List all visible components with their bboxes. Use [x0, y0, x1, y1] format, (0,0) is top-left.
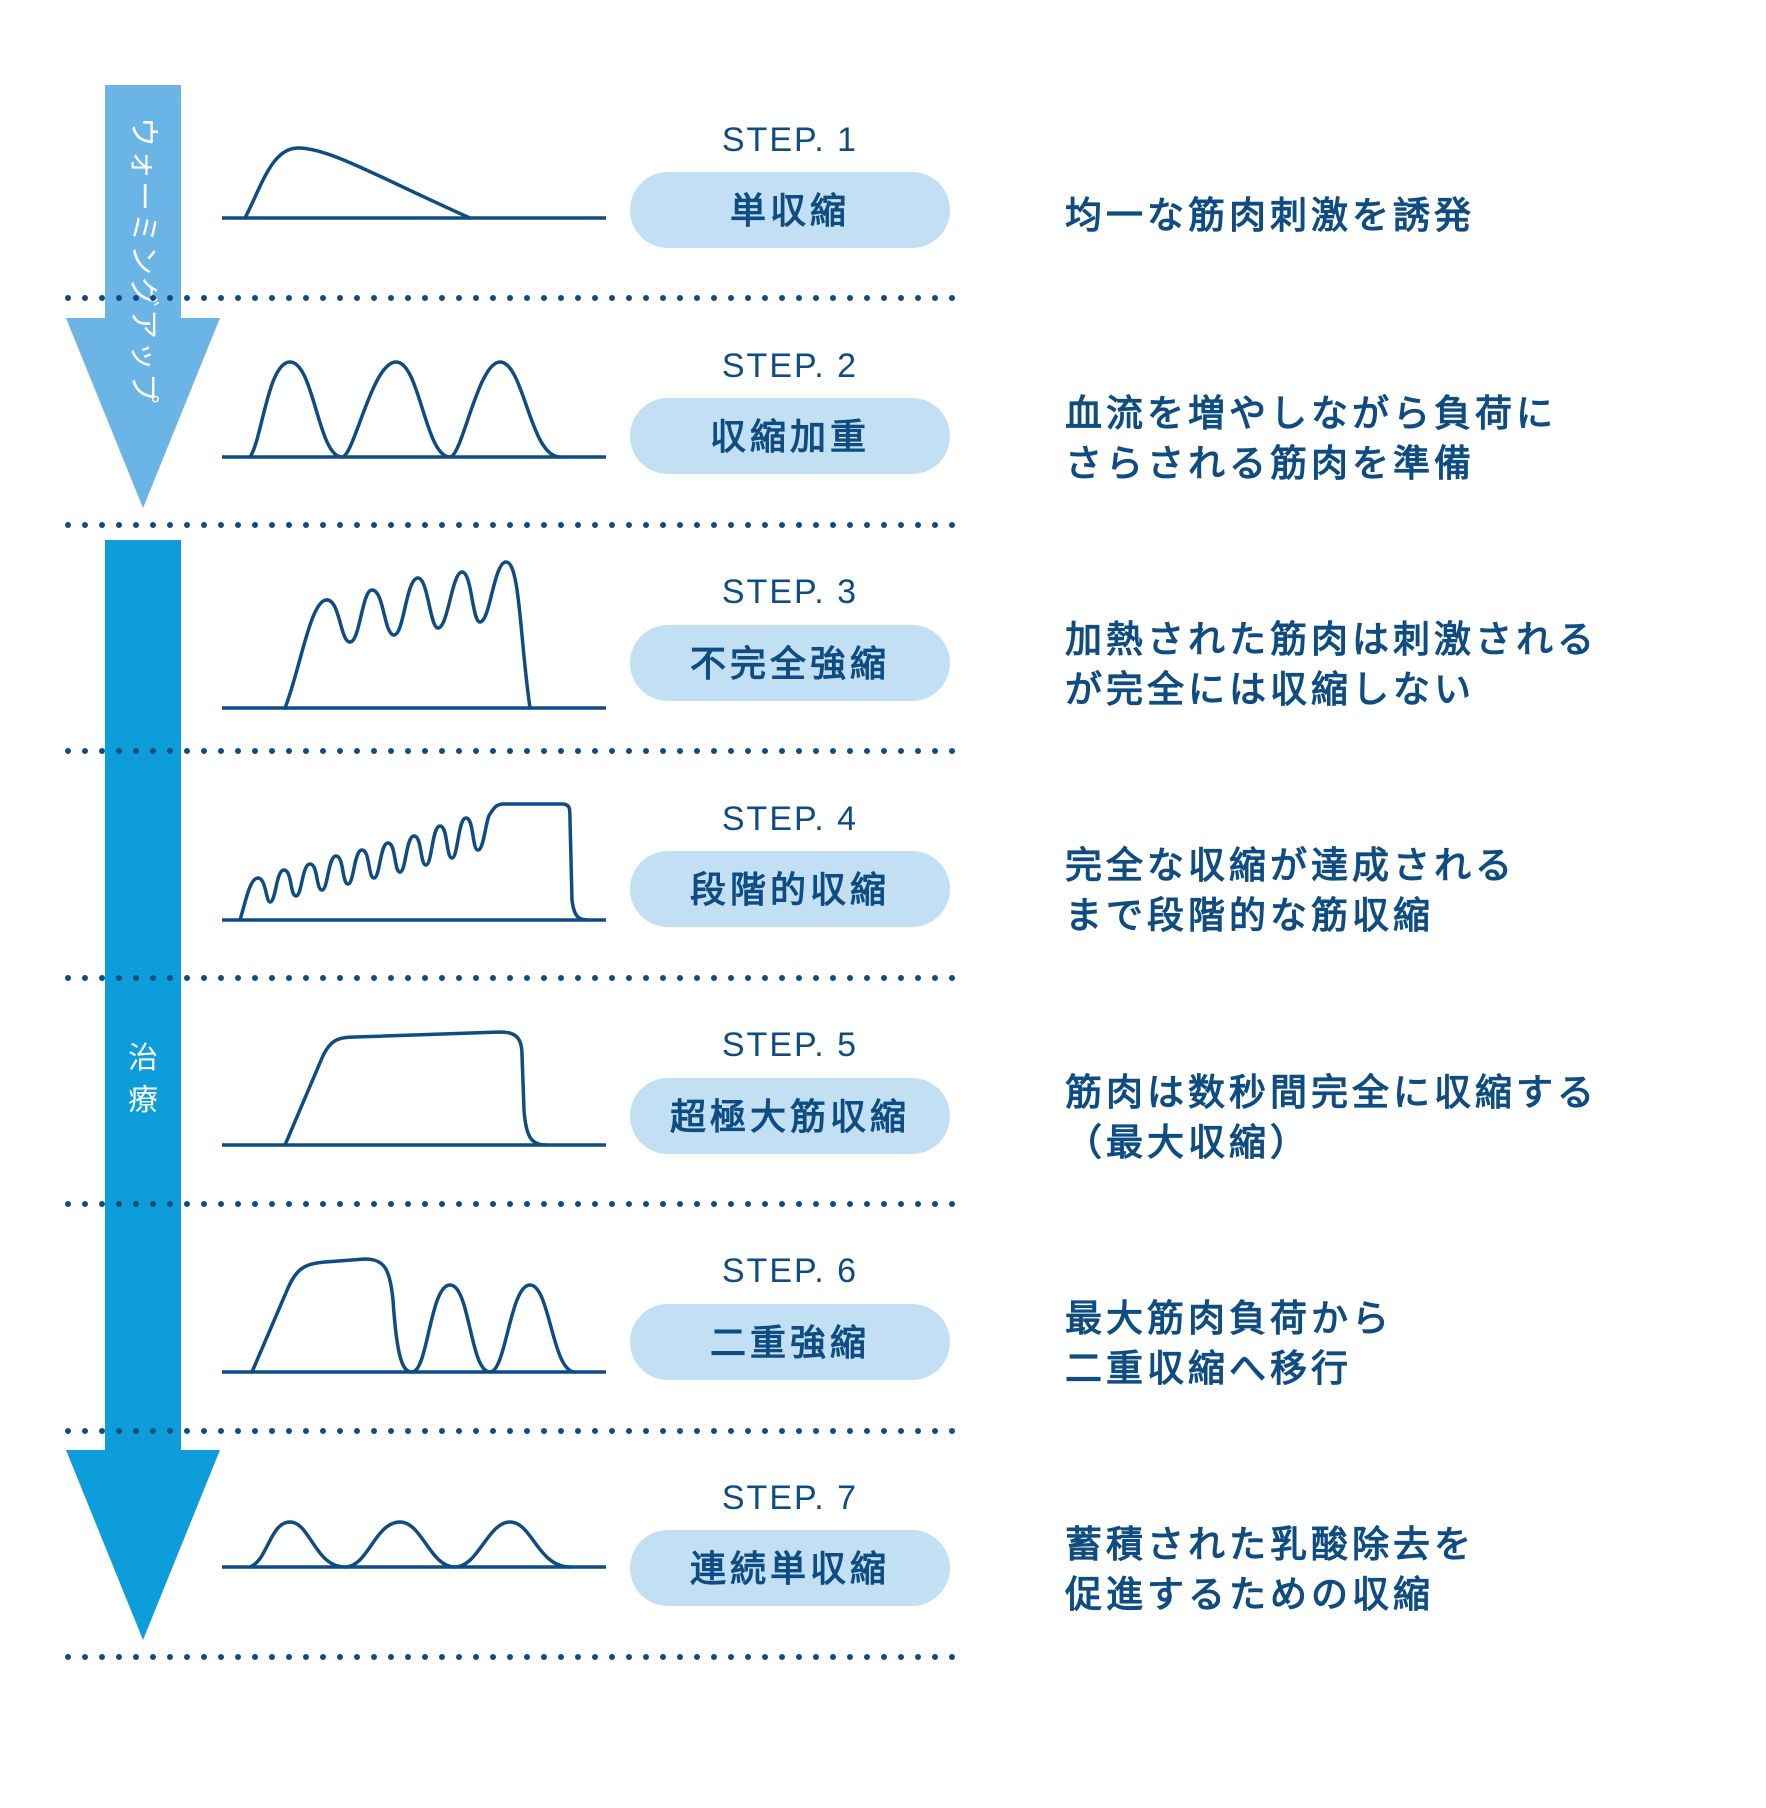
step-row-4: STEP. 4 段階的収縮 完全な収縮が達成される まで段階的な筋収縮 [222, 800, 1516, 937]
step-description-line-2: まで段階的な筋収縮 [1065, 894, 1434, 937]
step-name: 二重強縮 [710, 1323, 870, 1364]
supramaximal-waveform [283, 1030, 548, 1147]
step-name-pill [630, 1530, 950, 1606]
step-description-line-1: 蓄積された乳酸除去を [1065, 1523, 1475, 1566]
step-row-3: STEP. 3 不完全強縮 加熱された筋肉は刺激される が完全には収縮しない [222, 560, 1598, 711]
step-number: STEP. 1 [722, 121, 858, 159]
warmup-arrow: ウォーミングアップ [66, 85, 220, 508]
step-row-7: STEP. 7 連続単収縮 蓄積された乳酸除去を 促進するための収縮 [222, 1479, 1475, 1616]
staircase-waveform [238, 802, 590, 922]
step-name: 連続単収縮 [690, 1549, 890, 1590]
step-description-line-2: （最大収縮） [1065, 1121, 1311, 1164]
step-name-pill [630, 1078, 950, 1154]
step-number: STEP. 2 [722, 347, 858, 385]
step-description-line-1: 完全な収縮が達成される [1065, 844, 1516, 887]
step-number: STEP. 5 [722, 1026, 858, 1064]
step-name: 単収縮 [730, 191, 850, 232]
step-row-6: STEP. 6 二重強縮 最大筋肉負荷から 二重収縮へ移行 [222, 1252, 1393, 1390]
incomplete-tetanus-waveform [283, 560, 532, 710]
summation-waveform [248, 360, 562, 459]
treatment-arrow: 治 療 [66, 540, 220, 1640]
dividers [65, 295, 968, 1660]
step-number: STEP. 6 [722, 1252, 858, 1290]
step-name-pill [630, 851, 950, 927]
warmup-arrow-shape [66, 85, 220, 508]
step-name-pill [630, 1304, 950, 1380]
treatment-arrow-shape [66, 540, 220, 1640]
single-twitch-waveform [243, 146, 472, 220]
step-name-pill [630, 398, 950, 474]
step-row-5: STEP. 5 超極大筋収縮 筋肉は数秒間完全に収縮する （最大収縮） [222, 1026, 1598, 1164]
step-name: 不完全強縮 [690, 643, 890, 685]
step-description-line-1: 血流を増やしながら負荷に [1065, 392, 1557, 435]
step-description-line-2: 促進するための収縮 [1064, 1573, 1434, 1616]
treatment-label-char-1: 治 [128, 1041, 158, 1076]
step-row-2: STEP. 2 収縮加重 血流を増やしながら負荷に さらされる筋肉を準備 [222, 347, 1557, 485]
step-description-line-1: 均一な筋肉刺激を誘発 [1065, 194, 1475, 237]
step-name-pill [630, 172, 950, 248]
treatment-label-char-2: 療 [128, 1083, 158, 1118]
step-name: 超極大筋収縮 [670, 1097, 910, 1138]
step-description-line-2: さらされる筋肉を準備 [1065, 442, 1475, 485]
continuous-twitch-waveform [248, 1520, 572, 1569]
double-tetanus-waveform [250, 1257, 577, 1374]
step-description-line-1: 加熱された筋肉は刺激される [1065, 618, 1598, 661]
step-number: STEP. 3 [722, 573, 858, 611]
step-number: STEP. 7 [722, 1479, 858, 1517]
step-name-pill [630, 625, 950, 701]
step-row-1: STEP. 1 単収縮 均一な筋肉刺激を誘発 [222, 121, 1475, 248]
step-description-line-1: 筋肉は数秒間完全に収縮する [1065, 1071, 1598, 1114]
step-description-line-2: 二重収縮へ移行 [1065, 1347, 1352, 1390]
step-description-line-2: が完全には収縮しない [1065, 668, 1475, 711]
step-name: 段階的収縮 [690, 870, 890, 911]
step-number: STEP. 4 [722, 800, 858, 838]
warmup-label: ウォーミングアップ [126, 117, 161, 405]
step-description-line-1: 最大筋肉負荷から [1065, 1297, 1393, 1340]
step-name: 収縮加重 [710, 417, 870, 458]
